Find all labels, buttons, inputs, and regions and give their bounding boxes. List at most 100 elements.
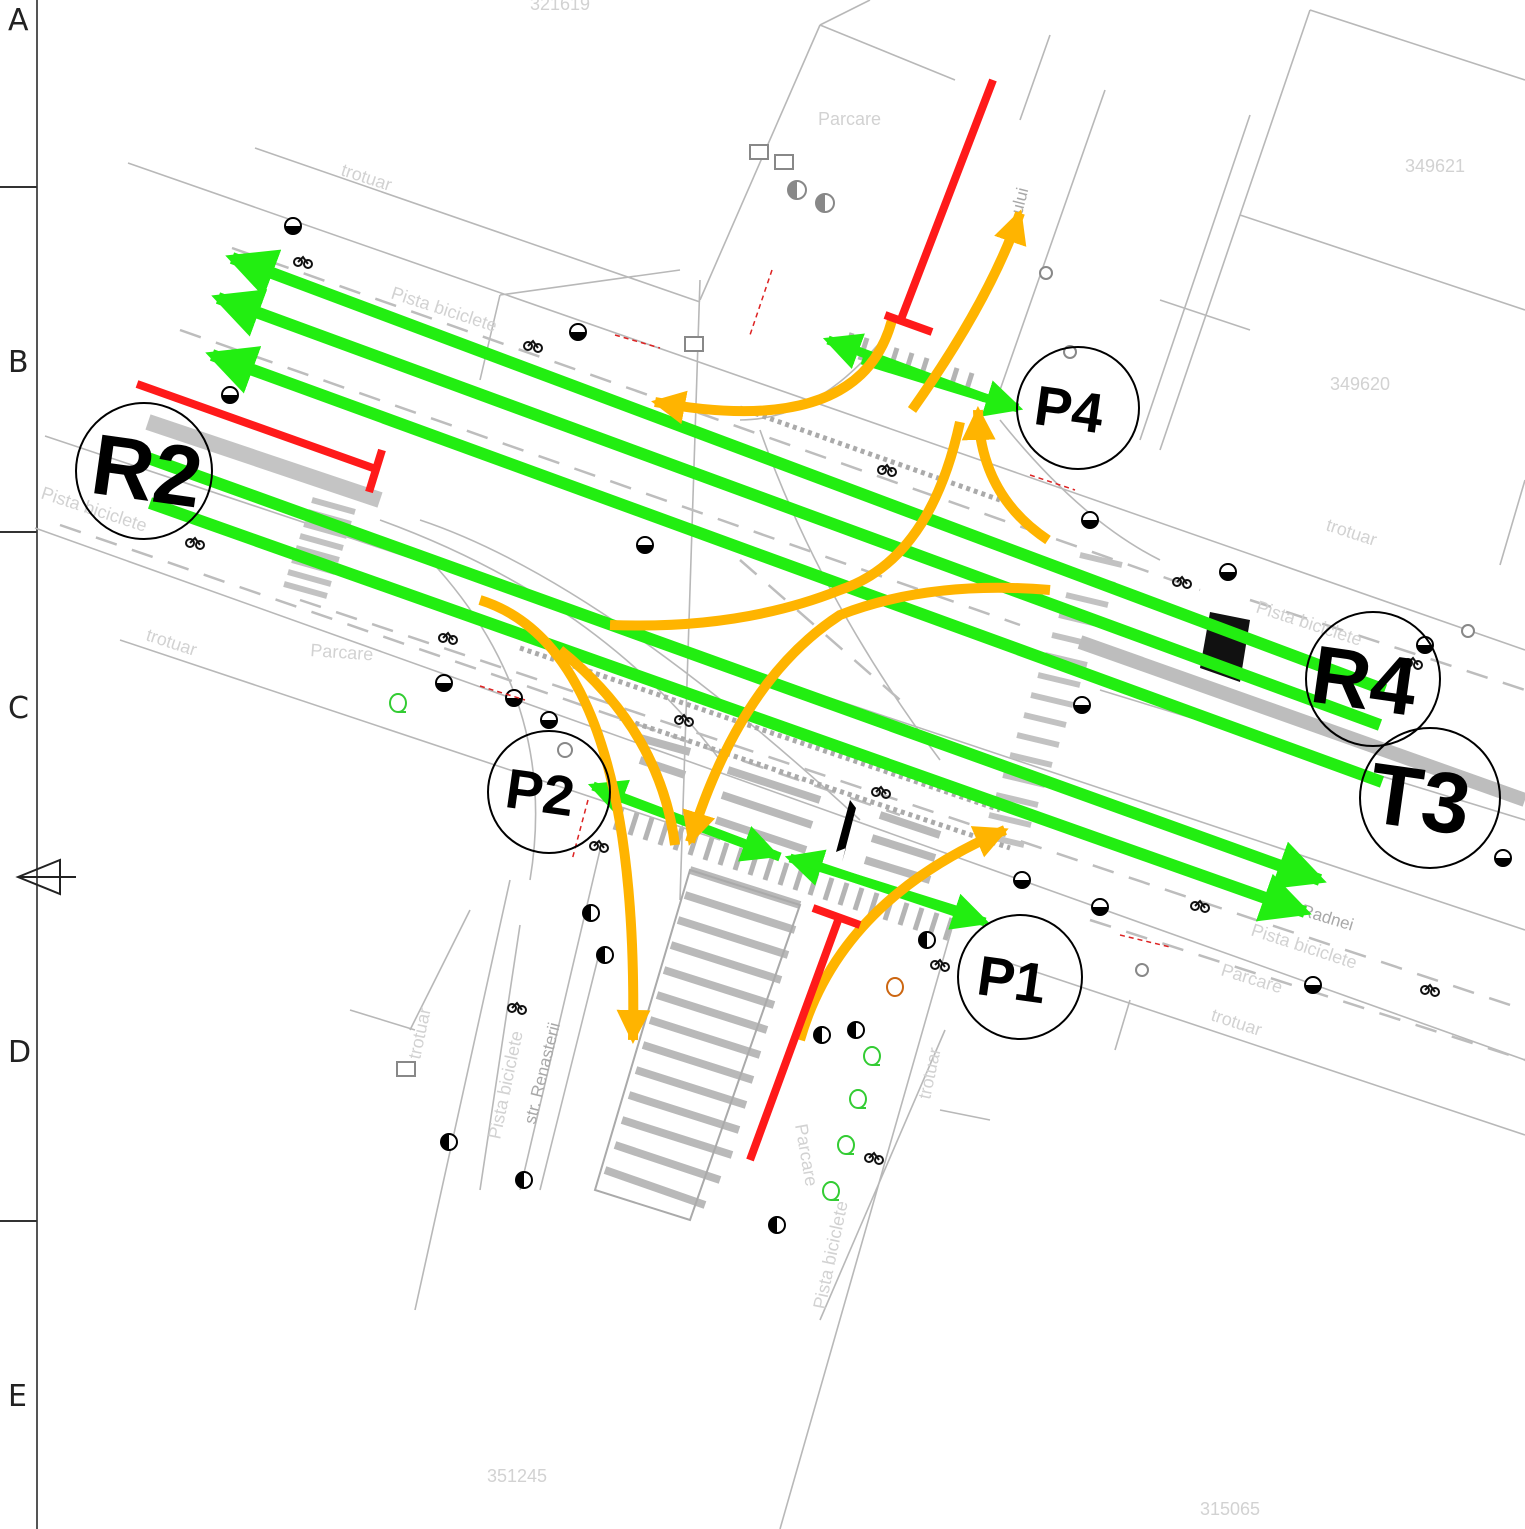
signal-head-icon [569,323,587,341]
bicycle-icons [185,255,1440,1165]
pedestrian-arrow-p1 [798,855,991,930]
sheet-frame: A B C D E [0,0,76,1529]
tree-icon [886,977,904,997]
traffic-sign-icons [396,144,1475,1077]
turn-arrow-south-to-north [907,209,1027,413]
phase-circle-t3 [1359,727,1501,869]
sign-plate-icon [684,336,704,352]
signal-head-icon [435,674,453,692]
signal-head-icon [1013,871,1031,889]
frame-row-e: E [8,1379,27,1414]
flow-arrow-westbound [205,346,1385,788]
phase-label-p1: P1 [974,943,1051,1015]
signal-head-icon [540,711,558,729]
bicycle-icon [930,958,950,972]
signal-head-icon [1081,511,1099,529]
stop-line-south-cap [811,904,862,929]
street-linework [34,0,1525,1529]
phase-circle-p1 [957,914,1083,1040]
stop-line-west [135,380,375,472]
manhole-icon [1039,266,1053,280]
bicycle-icon [1403,656,1423,670]
signal-head-icon [1219,563,1237,581]
stop-line-south [746,913,844,1162]
signal-head-icon [813,1026,831,1044]
parcel-number: 349620 [1330,374,1390,394]
tree-icon [837,1135,855,1155]
bike-lane-label: Pista biciclete [809,1199,851,1311]
stop-line-west-cap [365,448,386,494]
frame-row-a: A [8,3,29,38]
signal-head-icon [440,1133,458,1151]
turn-arrow-east-to-north [961,406,1051,545]
phase-label-r4: R4 [1306,629,1423,734]
bicycle-icon [871,785,891,799]
stop-line-north-cap [883,311,934,336]
signal-head-icons [221,180,1512,1234]
manhole-icon [1461,624,1475,638]
street-name-label: str. Renasterii [520,1021,564,1126]
phase-circle-r2 [75,402,213,540]
sidewalk-label: trotuar [404,1006,434,1061]
frame-row-b: B [8,345,29,380]
signal-head-icon [1073,696,1091,714]
detector-marks [479,269,1171,948]
bicycle-icon [1420,983,1440,997]
north-arrow-icon [836,800,856,862]
sidewalk-label: trotuar [144,625,200,660]
crosswalk-hatching [145,332,1525,1222]
bicycle-icon [185,536,205,550]
flow-arrow-eastbound [145,452,1327,890]
tree-icon [822,1181,840,1201]
manhole-icon [557,742,573,758]
centering-mark-icon [15,858,76,896]
signal-head-icon [582,904,600,922]
sidewalk-label: trotuar [914,1046,944,1101]
phase-label-t3: T3 [1363,745,1476,854]
tree-icon [389,693,407,713]
bicycle-icon [674,713,694,727]
turn-arrow-east-to-south [682,582,1051,846]
turn-arrow-west-to-south-inner [556,646,680,846]
signal-head-icon [768,1216,786,1234]
signal-head-icon [847,1021,865,1039]
bicycle-icon [523,339,543,353]
sidewalk-label: trotuar [339,160,395,195]
frame-row-d: D [8,1035,31,1070]
signal-head-icon [221,386,239,404]
stop-lines [135,78,997,1162]
signal-head-icon [787,180,807,200]
street-name-label: ului [1007,186,1032,216]
turn-arrow-west-to-south [478,595,651,1044]
sign-plate-icon [749,144,769,160]
signal-head-icon [284,217,302,235]
parking-label: Parcare [1219,960,1285,998]
flow-arrow-westbound [225,249,1388,696]
signal-head-icon [815,193,835,213]
bicycle-icon [1190,899,1210,913]
parking-label: Parcare [310,640,374,664]
manhole-icon [1063,345,1077,359]
signal-head-icon [918,931,936,949]
bicycle-icon [864,1151,884,1165]
manhole-icon [1135,963,1149,977]
bicycle-icon [877,463,897,477]
frame-row-c: C [8,691,29,726]
tree-icon [863,1046,881,1066]
phase-circle-p2 [487,730,611,854]
turn-arrow-south-to-east [795,825,1009,1042]
tree-icons [389,693,904,1201]
bicycle-icon [293,255,313,269]
turning-flow-arrows [478,209,1051,1044]
signal-head-icon [636,536,654,554]
bicycle-icon [1172,575,1192,589]
signal-head-icon [1494,849,1512,867]
parcel-number: 321619 [530,0,590,14]
tree-icon [849,1089,867,1109]
stop-line-north [896,78,997,324]
phase-circle-p4 [1016,346,1140,470]
parking-label: Parcare [818,109,881,129]
phase-label-r2: R2 [86,416,208,526]
parcel-number: 349621 [1405,156,1465,176]
